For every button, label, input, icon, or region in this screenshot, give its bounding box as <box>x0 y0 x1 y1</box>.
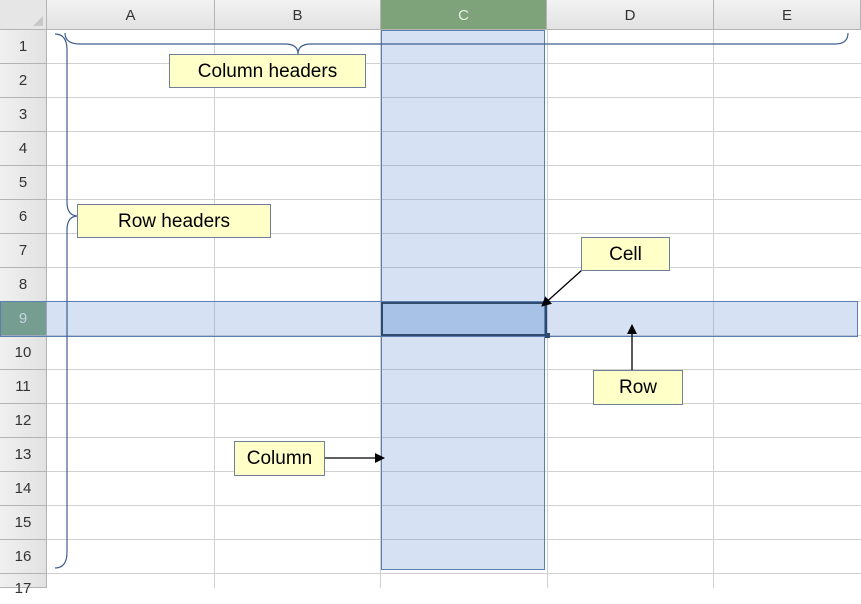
row-header-5[interactable]: 5 <box>0 166 47 200</box>
active-cell[interactable] <box>381 302 547 336</box>
column-highlight <box>381 30 545 570</box>
grid-line <box>47 505 861 506</box>
select-all-corner[interactable] <box>0 0 47 30</box>
grid-line <box>47 403 861 404</box>
row-callout: Row <box>593 370 683 405</box>
row-header-16[interactable]: 16 <box>0 540 47 574</box>
grid-line <box>47 437 861 438</box>
row-header-11[interactable]: 11 <box>0 370 47 404</box>
grid-line <box>47 131 861 132</box>
row-header-17[interactable]: 17 <box>0 574 47 597</box>
row-header-12[interactable]: 12 <box>0 404 47 438</box>
grid-line <box>547 30 548 588</box>
row-header-15[interactable]: 15 <box>0 506 47 540</box>
grid-line <box>47 233 861 234</box>
grid-line <box>47 165 861 166</box>
grid-line <box>47 539 861 540</box>
grid-line <box>47 573 861 574</box>
row-header-4[interactable]: 4 <box>0 132 47 166</box>
column-header-e[interactable]: E <box>714 0 861 30</box>
row-header-3[interactable]: 3 <box>0 98 47 132</box>
cell-callout: Cell <box>581 237 670 271</box>
column-headers-callout: Column headers <box>169 54 366 88</box>
row-header-14[interactable]: 14 <box>0 472 47 506</box>
grid-line <box>713 30 714 588</box>
row-header-1[interactable]: 1 <box>0 30 47 64</box>
column-header-a[interactable]: A <box>47 0 215 30</box>
row-header-13[interactable]: 13 <box>0 438 47 472</box>
row-header-2[interactable]: 2 <box>0 64 47 98</box>
grid-line <box>47 369 861 370</box>
grid-line <box>47 63 861 64</box>
row-header-9[interactable]: 9 <box>0 302 47 336</box>
column-header-c[interactable]: C <box>381 0 547 30</box>
grid-line <box>47 267 861 268</box>
row-header-7[interactable]: 7 <box>0 234 47 268</box>
grid-line <box>47 199 861 200</box>
row-headers-callout: Row headers <box>77 204 271 238</box>
row-highlight <box>0 301 858 337</box>
grid-line <box>47 97 861 98</box>
row-header-8[interactable]: 8 <box>0 268 47 302</box>
grid-line <box>380 30 381 588</box>
column-header-b[interactable]: B <box>215 0 381 30</box>
row-header-10[interactable]: 10 <box>0 336 47 370</box>
column-callout: Column <box>234 441 325 476</box>
row-header-6[interactable]: 6 <box>0 200 47 234</box>
column-header-d[interactable]: D <box>547 0 714 30</box>
grid-line <box>214 30 215 588</box>
grid-line <box>47 471 861 472</box>
fill-handle[interactable] <box>545 333 550 338</box>
